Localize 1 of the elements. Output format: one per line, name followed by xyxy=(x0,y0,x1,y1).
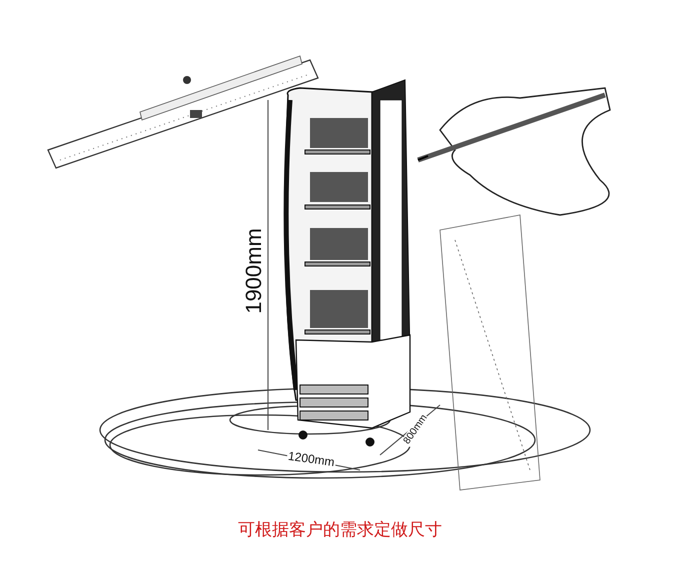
caption: 可根据客户的需求定做尺寸 xyxy=(237,519,443,541)
